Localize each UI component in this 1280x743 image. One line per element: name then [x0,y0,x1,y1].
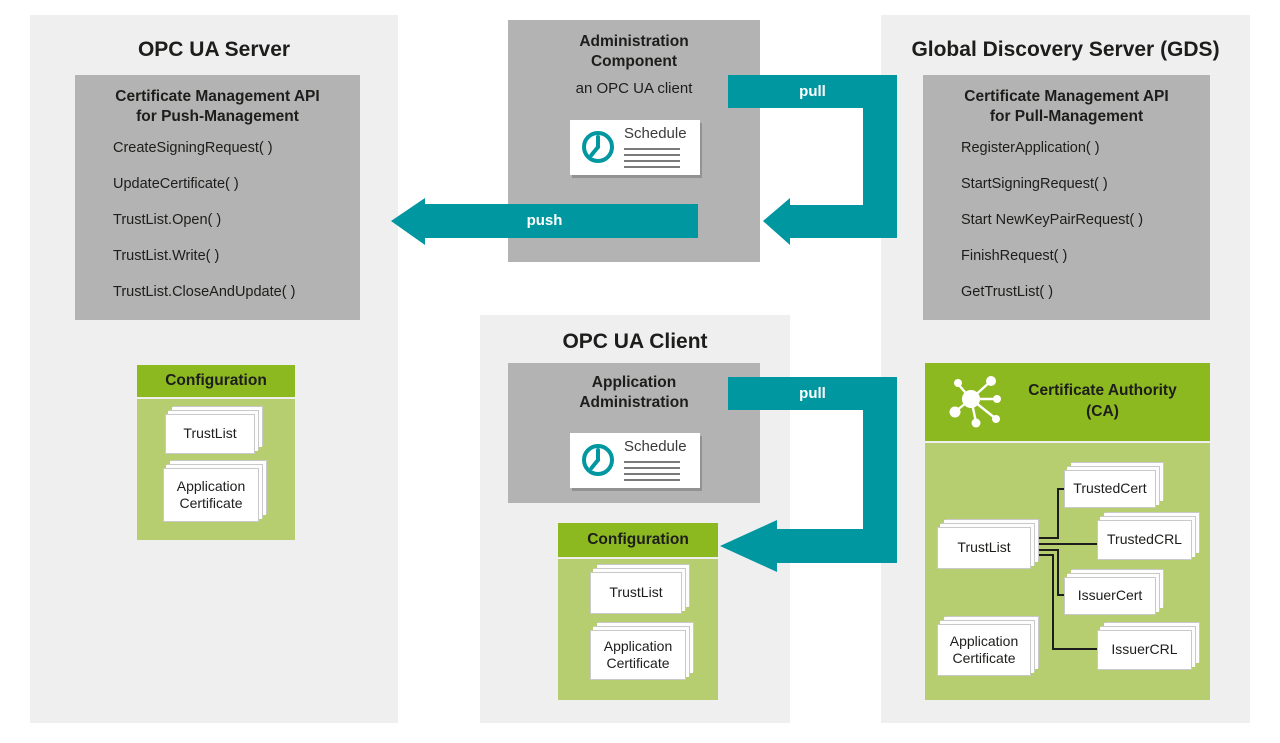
method-start-signing-request: StartSigningRequest( ) [961,176,1108,192]
schedule-line [624,467,680,469]
ca-trustlist-card: TrustList [937,527,1031,569]
admin-schedule-card: Schedule [570,120,700,175]
schedule-line [624,154,680,156]
pull-arrow-top-label: pull [799,83,826,100]
server-configuration-box: Configuration TrustList Application Cert… [137,365,295,555]
clock-icon [580,129,616,170]
push-api-title-line1: Certificate Management API [115,88,320,105]
method-start-newkeypair-request: Start NewKeyPairRequest( ) [961,212,1144,228]
schedule-line [624,160,680,162]
gds-title: Global Discovery Server (GDS) [911,38,1220,61]
client-application-certificate-card: Application Certificate [590,630,686,680]
schedule-line [624,148,680,150]
ca-title-line2: (CA) [1086,403,1119,420]
pull-api-box-title: Certificate Management API for Pull-Mana… [923,87,1210,127]
application-administration-box: Application Administration Schedule [508,363,760,503]
app-admin-title-line1: Application [591,374,677,391]
method-register-application: RegisterApplication( ) [961,140,1100,156]
certificate-authority-title: Certificate Authority (CA) [1003,380,1202,422]
ca-issuercert-card: IssuerCert [1064,577,1156,615]
server-configuration-header: Configuration [137,365,295,397]
push-api-title-line2: for Push-Management [136,108,299,125]
administration-component-title: Administration Component [508,32,760,72]
ca-application-certificate-card: Application Certificate [937,624,1031,676]
admin-subtitle: an OPC UA client [575,80,693,97]
pull-arrow-bottom-label: pull [799,385,826,402]
gds-panel: Global Discovery Server (GDS) Certificat… [881,15,1250,723]
clock-icon [580,442,616,483]
client-configuration-box: Configuration TrustList Application Cert… [558,523,718,715]
pull-api-method-list: RegisterApplication( ) StartSigningReque… [961,138,1143,318]
push-api-method-list: CreateSigningRequest( ) UpdateCertificat… [113,138,295,318]
push-arrow-label: push [526,212,563,229]
ca-issuercrl-card: IssuerCRL [1097,630,1192,670]
server-trustlist-card: TrustList [165,414,255,454]
method-trustlist-open: TrustList.Open( ) [113,212,222,228]
administration-component-box: Administration Component an OPC UA clien… [508,20,760,262]
ca-trustedcrl-card: TrustedCRL [1097,520,1192,560]
ca-trustedcert-card: TrustedCert [1064,470,1156,508]
push-api-box: Certificate Management API for Push-Mana… [75,75,360,320]
method-get-trustlist: GetTrustList( ) [961,284,1054,300]
push-api-box-title: Certificate Management API for Push-Mana… [75,87,360,127]
admin-title-line1: Administration [579,33,689,50]
method-finish-request: FinishRequest( ) [961,248,1068,264]
schedule-line [624,461,680,463]
ca-title-line1: Certificate Authority [1028,382,1177,399]
client-schedule-card: Schedule [570,433,700,488]
admin-title-line2: Component [590,53,678,70]
schedule-line [624,473,680,475]
server-application-certificate-card: Application Certificate [163,468,259,522]
client-configuration-header: Configuration [558,523,718,557]
certificate-authority-box: Certificate Authority (CA) TrustList Tru… [925,363,1210,700]
opc-ua-server-title: OPC UA Server [137,38,291,61]
schedule-label: Schedule [624,438,687,455]
method-trustlist-write: TrustList.Write( ) [113,248,220,264]
method-trustlist-close-and-update: TrustList.CloseAndUpdate( ) [113,284,296,300]
trustlist-connector-lines [1025,488,1099,650]
method-create-signing-request: CreateSigningRequest( ) [113,140,273,156]
pull-api-title-line2: for Pull-Management [989,108,1144,125]
application-administration-title: Application Administration [508,373,760,413]
app-admin-title-line2: Administration [579,394,689,411]
method-update-certificate: UpdateCertificate( ) [113,176,239,192]
schedule-label: Schedule [624,125,687,142]
opc-ua-client-title: OPC UA Client [562,330,708,353]
certificate-authority-header: Certificate Authority (CA) [925,363,1210,441]
network-icon [949,369,1005,438]
schedule-line [624,166,680,168]
pull-api-title-line1: Certificate Management API [964,88,1169,105]
client-trustlist-card: TrustList [590,572,682,614]
pull-api-box: Certificate Management API for Pull-Mana… [923,75,1210,320]
schedule-line [624,479,680,481]
opc-ua-server-panel: OPC UA Server Certificate Management API… [30,15,398,723]
